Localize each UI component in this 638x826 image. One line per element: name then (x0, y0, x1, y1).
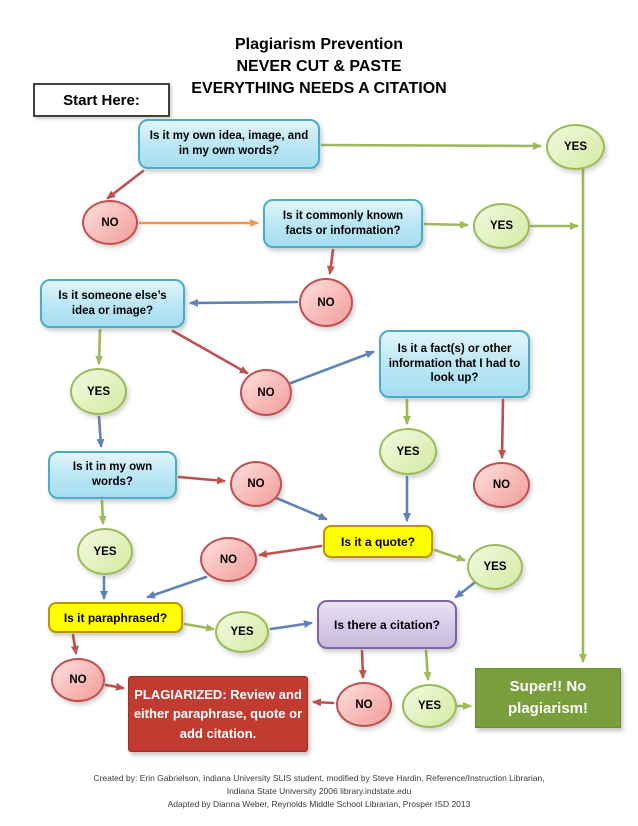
decision-no-commonly-known: NO (299, 278, 353, 327)
decision-yes-paraphrased: YES (215, 611, 269, 653)
arrow-no-to-quote (272, 495, 328, 521)
title-line-2: NEVER CUT & PASTE (236, 58, 402, 75)
outcome-no-plagiarism: Super!! No plagiarism! (475, 668, 621, 728)
arrow-quote-to-yes (433, 548, 466, 562)
arrow-no-to-fact-look-up (289, 350, 375, 385)
credits-footer: Created by: Erin Gabrielson, Indiana Uni… (0, 772, 638, 811)
decision-yes-fact-look-up: YES (379, 428, 437, 475)
question-someone-elses: Is it someone else’s idea or image? (40, 279, 185, 328)
outcome-plagiarized: PLAGIARIZED: Review and either paraphras… (128, 676, 308, 752)
arrow-yes-to-citation-2 (269, 620, 313, 631)
page-title: Plagiarism Prevention NEVER CUT & PASTE … (0, 34, 638, 100)
arrow-own-words-to-no (177, 475, 226, 485)
question-fact-look-up: Is it a fact(s) or other information tha… (379, 330, 530, 398)
arrow-citation-to-yes (423, 649, 432, 681)
title-line-3: EVERYTHING NEEDS A CITATION (191, 80, 447, 97)
decision-no-quote: NO (200, 537, 257, 582)
credits-line-2: Indiana State University 2006 library.in… (226, 786, 412, 796)
question-citation: Is there a citation? (317, 600, 457, 649)
arrow-no-to-someone-elses (189, 298, 299, 307)
arrow-someone-elses-to-no (171, 329, 249, 375)
title-line-1: Plagiarism Prevention (234, 36, 404, 53)
decision-yes-own-idea: YES (546, 124, 605, 170)
decision-no-own-words: NO (230, 461, 282, 507)
decision-no-own-idea: NO (82, 200, 138, 245)
arrow-quote-to-no (258, 544, 323, 558)
decision-no-paraphrased: NO (51, 658, 105, 702)
decision-no-someone-elses: NO (240, 369, 292, 416)
arrow-no-to-plagiarized (104, 682, 125, 691)
question-paraphrased: Is it paraphrased? (48, 602, 183, 633)
decision-no-citation: NO (336, 682, 392, 727)
arrow-paraphrased-to-yes (183, 622, 215, 632)
arrow-fact-look-up-to-no (498, 398, 507, 459)
decision-yes-own-words: YES (77, 528, 133, 575)
question-own-words: Is it in my own words? (48, 451, 177, 499)
arrow-commonly-known-to-yes (423, 220, 469, 229)
decision-no-fact-look-up: NO (473, 462, 530, 508)
arrow-citation-to-no (358, 649, 367, 679)
start-here-box: Start Here: (33, 83, 170, 117)
credits-line-1: Created by: Erin Gabrielson, Indiana Uni… (93, 773, 545, 783)
question-own-idea: Is it my own idea, image, and in my own … (138, 119, 320, 169)
decision-yes-commonly-known: YES (473, 203, 530, 249)
decision-yes-citation: YES (402, 684, 457, 728)
decision-yes-quote: YES (467, 544, 523, 590)
question-quote: Is it a quote? (323, 525, 433, 558)
arrow-yes-to-own-words (96, 415, 105, 448)
arrow-own-words-to-yes (98, 499, 107, 525)
arrow-someone-elses-to-yes (95, 328, 104, 365)
question-commonly-known: Is it commonly known facts or informatio… (263, 199, 423, 248)
arrow-no-to-paraphrased (146, 575, 208, 599)
arrow-paraphrased-to-no (70, 633, 79, 655)
credits-line-3: Adapted by Dianna Weber, Reynolds Middle… (167, 799, 471, 809)
decision-yes-someone-elses: YES (70, 368, 127, 415)
arrow-no-to-plagiarized-2 (312, 698, 335, 707)
arrow-commonly-known-to-no (326, 248, 335, 275)
arrow-own-idea-to-yes (320, 141, 542, 150)
arrow-own-idea-to-no (106, 169, 145, 200)
